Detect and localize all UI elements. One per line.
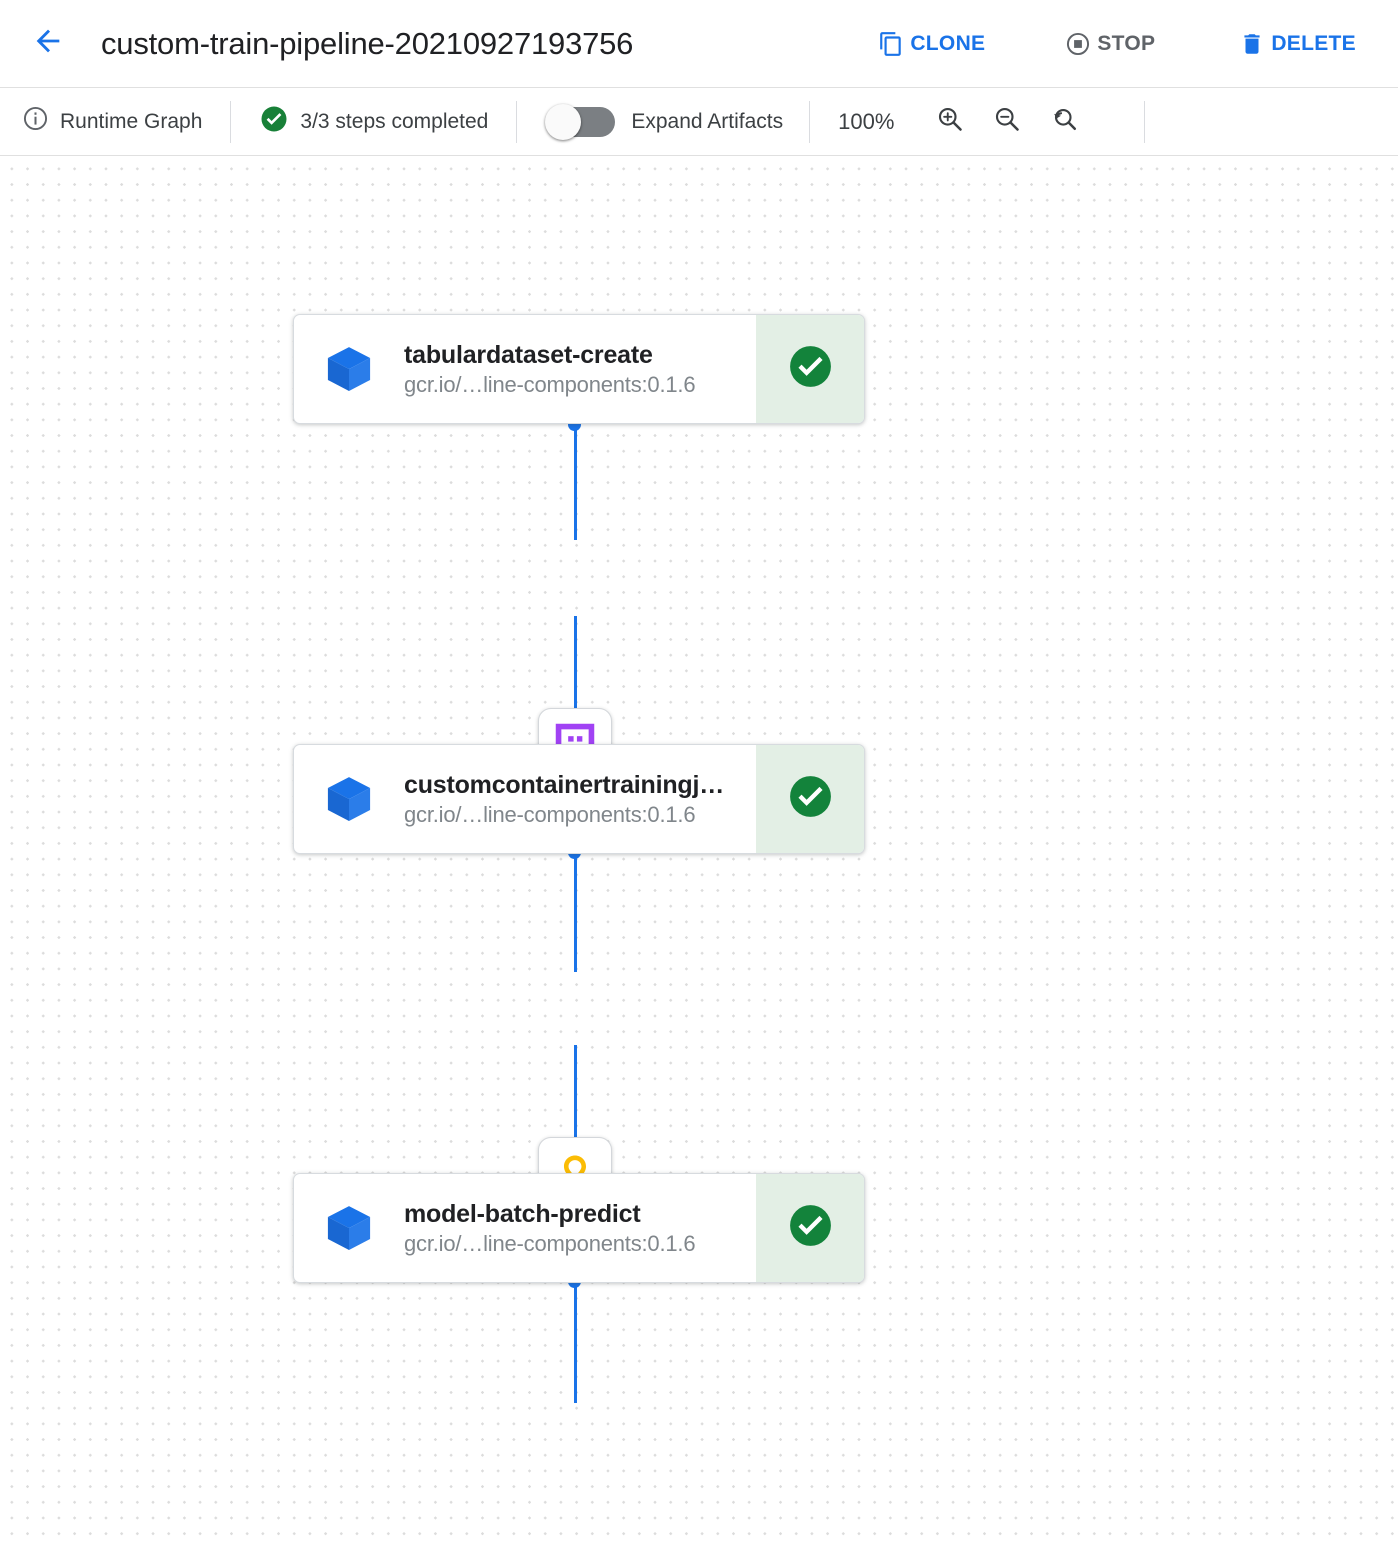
- pipeline-node-customcontainertrainingjob[interactable]: customcontainertrainingj… gcr.io/…line-c…: [293, 744, 865, 854]
- cube-icon: [294, 745, 404, 853]
- node-subtitle: gcr.io/…line-components:0.1.6: [404, 371, 696, 397]
- toggle-knob: [545, 103, 582, 140]
- check-circle-icon: [786, 342, 835, 396]
- copy-icon: [878, 31, 904, 57]
- node-status-badge: [756, 315, 864, 423]
- pipeline-node-model-batch-predict[interactable]: model-batch-predict gcr.io/…line-compone…: [293, 1173, 865, 1283]
- toolbar-divider-3: [809, 100, 811, 143]
- zoom-reset-button[interactable]: [1042, 100, 1086, 144]
- cube-icon: [294, 315, 404, 423]
- check-circle-icon: [259, 104, 289, 140]
- runtime-graph-label: Runtime Graph: [60, 109, 203, 133]
- node-status-badge: [756, 745, 864, 853]
- delete-button-label: DELETE: [1271, 32, 1356, 55]
- edge-node3-to-artifact3: [574, 1281, 577, 1403]
- check-circle-icon: [786, 772, 835, 826]
- node-subtitle: gcr.io/…line-components:0.1.6: [404, 801, 696, 827]
- runtime-graph-selector[interactable]: Runtime Graph: [22, 88, 230, 156]
- steps-status-label: 3/3 steps completed: [300, 109, 489, 133]
- graph-toolbar: Runtime Graph 3/3 steps completed Expand…: [0, 88, 1398, 156]
- node-title: model-batch-predict: [404, 1199, 641, 1228]
- edge-node1-to-artifact1: [574, 424, 577, 540]
- edge-node2-to-artifact2: [574, 852, 577, 972]
- toolbar-divider-4: [1144, 100, 1146, 143]
- header-actions: CLONE STOP DELETE: [862, 21, 1372, 67]
- page-title: custom-train-pipeline-20210927193756: [101, 25, 634, 61]
- toolbar-divider-2: [516, 100, 518, 143]
- stop-circle-icon: [1065, 31, 1091, 57]
- edge-artifact1-to-node2: [574, 616, 577, 746]
- toolbar-divider-1: [230, 100, 232, 143]
- page-header: custom-train-pipeline-20210927193756 CLO…: [0, 0, 1398, 88]
- delete-button[interactable]: DELETE: [1223, 21, 1372, 67]
- pipeline-node-tabulardataset-create[interactable]: tabulardataset-create gcr.io/…line-compo…: [293, 314, 865, 424]
- trash-icon: [1239, 31, 1265, 57]
- clone-button-label: CLONE: [910, 32, 986, 55]
- zoom-out-button[interactable]: [985, 100, 1029, 144]
- edge-artifact2-to-node3: [574, 1045, 577, 1175]
- info-icon: [22, 105, 49, 138]
- back-button[interactable]: [24, 20, 72, 68]
- check-circle-icon: [786, 1201, 835, 1255]
- zoom-level-label: 100%: [838, 108, 895, 134]
- node-text-block: model-batch-predict gcr.io/…line-compone…: [404, 1174, 756, 1282]
- steps-status: 3/3 steps completed: [231, 88, 516, 156]
- zoom-in-button[interactable]: [928, 100, 972, 144]
- zoom-controls: 100%: [810, 88, 1099, 156]
- stop-button-label: STOP: [1097, 32, 1156, 55]
- node-text-block: tabulardataset-create gcr.io/…line-compo…: [404, 315, 756, 423]
- pipeline-graph-canvas[interactable]: tabulardataset-create gcr.io/…line-compo…: [0, 156, 1398, 1544]
- expand-artifacts-toggle[interactable]: Expand Artifacts: [517, 88, 809, 156]
- cube-icon: [294, 1174, 404, 1282]
- clone-button[interactable]: CLONE: [862, 21, 1001, 67]
- node-text-block: customcontainertrainingj… gcr.io/…line-c…: [404, 745, 756, 853]
- zoom-reset-icon: [1049, 104, 1079, 139]
- node-subtitle: gcr.io/…line-components:0.1.6: [404, 1230, 696, 1256]
- zoom-in-icon: [935, 104, 965, 139]
- node-title: tabulardataset-create: [404, 340, 653, 369]
- expand-artifacts-switch[interactable]: [545, 103, 616, 140]
- stop-button[interactable]: STOP: [1049, 21, 1171, 67]
- arrow-left-icon: [31, 24, 65, 63]
- node-status-badge: [756, 1174, 864, 1282]
- zoom-out-icon: [992, 104, 1022, 139]
- expand-artifacts-label: Expand Artifacts: [631, 109, 784, 133]
- node-title: customcontainertrainingj…: [404, 770, 725, 799]
